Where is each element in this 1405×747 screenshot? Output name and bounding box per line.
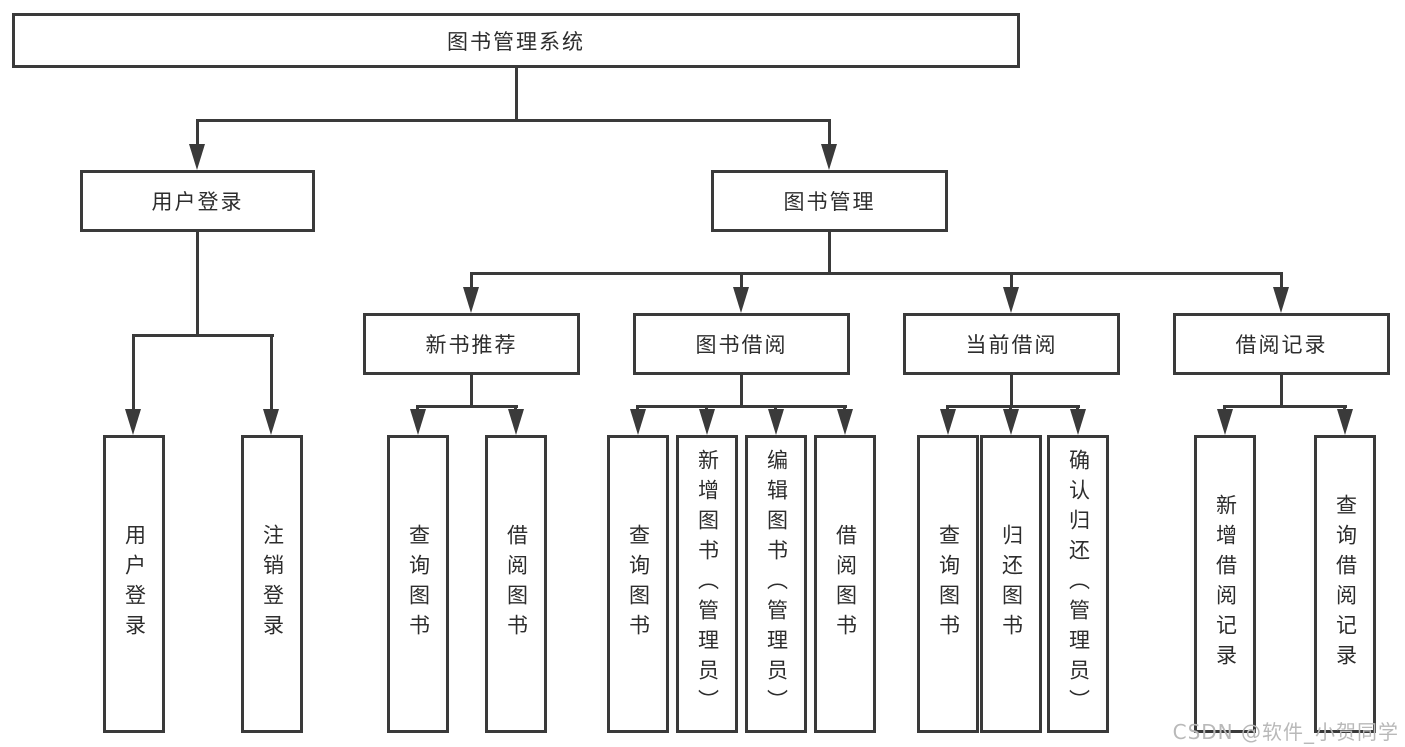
connector-line — [740, 375, 743, 408]
node-label: 图书借阅 — [695, 333, 788, 357]
connector-line — [515, 68, 518, 122]
arrow-down-icon — [125, 409, 141, 435]
arrow-down-icon — [837, 409, 853, 435]
arrow-down-icon — [1273, 287, 1289, 313]
node-label: 新增借阅记录 — [1213, 494, 1238, 674]
node-logout-leaf: 注销登录 — [241, 435, 303, 733]
watermark: CSDN @软件_小贺同学 — [1172, 720, 1399, 744]
connector-line — [1010, 272, 1013, 289]
connector-line — [1280, 375, 1283, 408]
node-query-books-current: 查询图书 — [917, 435, 979, 733]
arrow-down-icon — [1217, 409, 1233, 435]
connector-line — [470, 375, 473, 408]
node-label: 查询图书 — [406, 524, 431, 644]
node-query-books-recommend: 查询图书 — [387, 435, 449, 733]
arrow-down-icon — [1003, 287, 1019, 313]
connector-line — [132, 334, 135, 411]
connector-line — [270, 334, 273, 411]
node-book-management: 图书管理 — [711, 170, 948, 232]
arrow-down-icon — [630, 409, 646, 435]
node-label: 新书推荐 — [425, 333, 518, 357]
arrow-down-icon — [508, 409, 524, 435]
arrow-down-icon — [768, 409, 784, 435]
connector-line — [946, 405, 1080, 408]
node-add-books-admin: 新增图书（管理员） — [676, 435, 738, 733]
node-label: 图书管理 — [783, 190, 876, 214]
node-add-borrow-record: 新增借阅记录 — [1194, 435, 1256, 733]
node-label: 借阅图书 — [833, 524, 858, 644]
node-label: 查询图书 — [936, 524, 961, 644]
connector-line — [470, 272, 1283, 275]
node-borrow-books-leaf: 借阅图书 — [814, 435, 876, 733]
connector-line — [1280, 272, 1283, 289]
connector-line — [828, 119, 831, 148]
node-label: 确认归还（管理员） — [1066, 449, 1091, 719]
connector-line — [196, 119, 831, 122]
node-label: 归还图书 — [999, 524, 1024, 644]
node-root: 图书管理系统 — [12, 13, 1020, 68]
node-label: 查询图书 — [626, 524, 651, 644]
arrow-down-icon — [263, 409, 279, 435]
connector-line — [740, 272, 743, 289]
connector-line — [636, 405, 847, 408]
node-query-borrow-record: 查询借阅记录 — [1314, 435, 1376, 733]
node-book-borrowing: 图书借阅 — [633, 313, 850, 375]
arrow-down-icon — [1337, 409, 1353, 435]
connector-line — [1223, 405, 1347, 408]
node-label: 图书管理系统 — [447, 29, 585, 54]
node-current-borrowing: 当前借阅 — [903, 313, 1120, 375]
node-label: 借阅图书 — [504, 524, 529, 644]
arrow-down-icon — [1070, 409, 1086, 435]
arrow-down-icon — [821, 144, 837, 170]
arrow-down-icon — [733, 287, 749, 313]
connector-line — [196, 119, 199, 148]
arrow-down-icon — [1003, 409, 1019, 435]
node-borrow-books-recommend: 借阅图书 — [485, 435, 547, 733]
node-label: 借阅记录 — [1235, 333, 1328, 357]
connector-line — [470, 272, 473, 289]
node-label: 新增图书（管理员） — [695, 449, 720, 719]
node-return-books: 归还图书 — [980, 435, 1042, 733]
arrow-down-icon — [463, 287, 479, 313]
node-new-book-recommendation: 新书推荐 — [363, 313, 580, 375]
node-label: 当前借阅 — [965, 333, 1058, 357]
node-label: 注销登录 — [260, 524, 285, 644]
node-label: 编辑图书（管理员） — [764, 449, 789, 719]
node-user-login: 用户登录 — [80, 170, 315, 232]
arrow-down-icon — [699, 409, 715, 435]
arrow-down-icon — [410, 409, 426, 435]
connector-line — [416, 405, 518, 408]
node-edit-books-admin: 编辑图书（管理员） — [745, 435, 807, 733]
node-borrowing-records: 借阅记录 — [1173, 313, 1390, 375]
connector-line — [132, 334, 274, 337]
arrow-down-icon — [940, 409, 956, 435]
node-query-books-borrowing: 查询图书 — [607, 435, 669, 733]
node-label: 用户登录 — [151, 190, 244, 214]
node-user-login-leaf: 用户登录 — [103, 435, 165, 733]
node-confirm-return-admin: 确认归还（管理员） — [1047, 435, 1109, 733]
arrow-down-icon — [189, 144, 205, 170]
node-label: 用户登录 — [122, 524, 147, 644]
node-label: 查询借阅记录 — [1333, 494, 1358, 674]
connector-line — [196, 232, 199, 337]
connector-line — [828, 232, 831, 275]
connector-line — [1010, 375, 1013, 408]
